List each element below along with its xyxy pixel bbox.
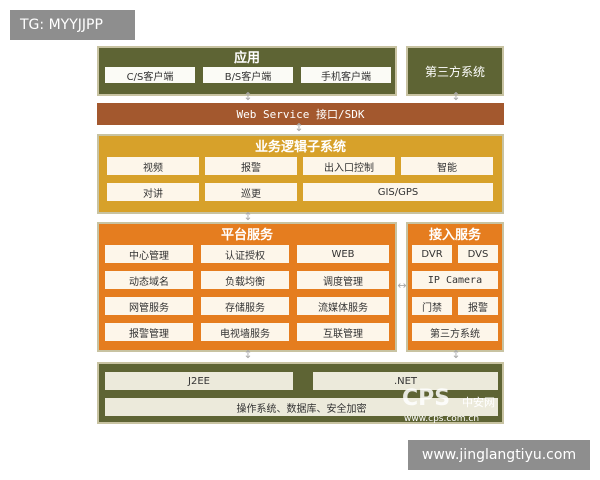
biz-access: 出入口控制 <box>303 157 395 175</box>
arrow-app-ws: ↕ <box>243 90 253 103</box>
webservice-banner: Web Service 接口/SDK <box>97 103 504 125</box>
platform-item: 流媒体服务 <box>297 297 389 315</box>
platform-item: 认证授权 <box>201 245 289 263</box>
platform-item: 报警管理 <box>105 323 193 341</box>
platform-item: 中心管理 <box>105 245 193 263</box>
platform-item: 调度管理 <box>297 271 389 289</box>
access-door: 门禁 <box>412 297 452 315</box>
os-db-security-box: 操作系统、数据库、安全加密 <box>105 398 498 416</box>
platform-item: 互联管理 <box>297 323 389 341</box>
mobile-client: 手机客户端 <box>301 67 391 83</box>
access-title: 接入服务 <box>428 227 481 243</box>
platform-title: 平台服务 <box>220 227 273 243</box>
arrow-business-platform: ↕ <box>243 210 253 223</box>
app-title: 应用 <box>233 50 260 66</box>
cps-url: www.cps.com.cn <box>404 414 480 424</box>
platform-item: 存储服务 <box>201 297 289 315</box>
access-alarm: 报警 <box>458 297 498 315</box>
biz-smart: 智能 <box>401 157 493 175</box>
bs-client: B/S客户端 <box>203 67 293 83</box>
arrow-platform-access: ↔ <box>397 279 407 292</box>
access-dvr: DVR <box>412 245 452 263</box>
platform-item: 网管服务 <box>105 297 193 315</box>
cps-cn-text: 中安网 <box>462 396 495 409</box>
j2ee-box: J2EE <box>105 372 293 390</box>
third-party-top: 第三方系统 <box>406 46 504 96</box>
business-title: 业务逻辑子系统 <box>254 139 346 155</box>
cs-client: C/S客户端 <box>105 67 195 83</box>
biz-gis: GIS/GPS <box>303 183 493 201</box>
net-box: .NET <box>313 372 498 390</box>
arrow-third-ws: ↕ <box>451 90 461 103</box>
website-label: www.jinglangtiyu.com <box>408 440 590 470</box>
platform-item: 负载均衡 <box>201 271 289 289</box>
biz-alarm: 报警 <box>205 157 297 175</box>
access-dvs: DVS <box>458 245 498 263</box>
biz-video: 视频 <box>107 157 199 175</box>
access-ipcamera: IP Camera <box>412 271 498 289</box>
biz-patrol: 巡更 <box>205 183 297 201</box>
arrow-platform-base: ↕ <box>243 348 253 361</box>
access-third-party: 第三方系统 <box>412 323 498 341</box>
tg-tag: TG: MYYJJPP <box>10 10 135 40</box>
arrow-access-base: ↕ <box>451 348 461 361</box>
arrow-ws-business: ↕ <box>294 121 304 134</box>
cps-logo: CPS <box>402 386 451 411</box>
platform-item: WEB <box>297 245 389 263</box>
biz-intercom: 对讲 <box>107 183 199 201</box>
platform-item: 动态域名 <box>105 271 193 289</box>
platform-item: 电视墙服务 <box>201 323 289 341</box>
